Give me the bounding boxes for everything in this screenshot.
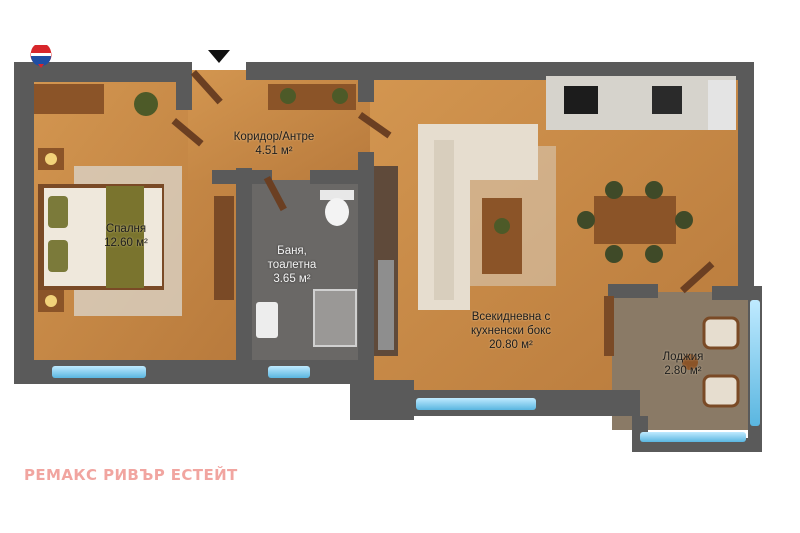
room-area: 12.60 м² bbox=[104, 237, 148, 249]
bed-blanket bbox=[106, 186, 144, 288]
sink-icon bbox=[256, 302, 278, 338]
chair-icon bbox=[675, 211, 693, 229]
wall bbox=[14, 62, 34, 382]
wall bbox=[712, 286, 756, 300]
room-label-bedroom: Спалня 12.60 м² bbox=[88, 222, 164, 250]
chair-icon bbox=[645, 245, 663, 263]
stove-icon bbox=[564, 86, 598, 114]
window bbox=[52, 366, 146, 378]
window bbox=[750, 300, 760, 426]
door bbox=[171, 117, 204, 147]
pillow bbox=[48, 196, 68, 228]
window bbox=[268, 366, 310, 378]
door bbox=[190, 69, 223, 105]
plant-icon bbox=[280, 88, 296, 104]
door bbox=[680, 261, 715, 294]
chair-icon bbox=[605, 181, 623, 199]
plant-icon bbox=[134, 92, 158, 116]
remax-balloon-logo-icon bbox=[29, 43, 53, 69]
side-table bbox=[682, 354, 698, 370]
kitchen bbox=[374, 76, 736, 356]
window bbox=[416, 398, 536, 410]
bedroom-furniture bbox=[34, 84, 234, 312]
armchair-icon bbox=[702, 374, 740, 408]
wall bbox=[212, 170, 272, 184]
toilet-icon bbox=[325, 198, 349, 226]
brand-watermark: РЕМАКС РИВЪР ЕСТЕЙТ bbox=[24, 466, 238, 484]
chair-icon bbox=[645, 181, 663, 199]
wall bbox=[310, 170, 372, 184]
wall bbox=[236, 168, 252, 362]
door bbox=[263, 176, 287, 212]
plant-icon bbox=[332, 88, 348, 104]
living-furniture bbox=[418, 124, 693, 356]
doors bbox=[171, 69, 715, 294]
coffee-table bbox=[482, 198, 522, 274]
room-name: Коридор/Антре bbox=[233, 131, 315, 143]
wall bbox=[176, 62, 192, 110]
bathroom-fixtures bbox=[256, 190, 357, 347]
loggia-furniture bbox=[682, 316, 740, 408]
chair-icon bbox=[605, 245, 623, 263]
tv-unit bbox=[214, 196, 234, 300]
room-name: Лоджия bbox=[662, 351, 704, 363]
plant-icon bbox=[494, 218, 510, 234]
shower-icon bbox=[313, 289, 357, 347]
side-cabinet bbox=[604, 296, 614, 356]
room-label-living: Всекидневна с кухненски бокс 20.80 м² bbox=[452, 310, 570, 352]
room-name: кухненски бокс bbox=[470, 325, 552, 337]
armchair-icon bbox=[702, 316, 740, 350]
door bbox=[357, 111, 392, 139]
room-name: Баня, bbox=[277, 245, 307, 257]
entrance-arrow-icon bbox=[208, 50, 230, 63]
room-name: Спалня bbox=[105, 223, 147, 235]
room-label-loggia: Лоджия 2.80 м² bbox=[650, 350, 716, 378]
chair-icon bbox=[577, 211, 595, 229]
fridge-icon bbox=[708, 80, 736, 130]
walls bbox=[14, 62, 762, 452]
wardrobe bbox=[34, 84, 104, 114]
wall bbox=[738, 62, 754, 298]
windows bbox=[52, 300, 760, 442]
dining-table bbox=[594, 196, 676, 244]
sofa-cushion bbox=[434, 140, 454, 300]
toilet-tank bbox=[320, 190, 354, 200]
room-name: Всекидневна с bbox=[471, 311, 551, 323]
room-name: тоалетна bbox=[267, 259, 317, 271]
room-area: 3.65 м² bbox=[273, 273, 311, 285]
lamp-icon bbox=[45, 153, 57, 165]
room-label-corridor: Коридор/Антре 4.51 м² bbox=[222, 130, 326, 158]
wall bbox=[20, 62, 192, 82]
sink-icon bbox=[652, 86, 682, 114]
room-area: 20.80 м² bbox=[489, 339, 533, 351]
wall bbox=[358, 62, 374, 102]
shelf-item bbox=[378, 260, 394, 350]
wall bbox=[608, 284, 658, 298]
room-label-bathroom: Баня, тоалетна 3.65 м² bbox=[252, 244, 332, 286]
lamp-icon bbox=[45, 295, 57, 307]
corridor-furniture bbox=[268, 84, 356, 110]
room-area: 2.80 м² bbox=[664, 365, 702, 377]
room-area: 4.51 м² bbox=[255, 145, 293, 157]
wall bbox=[358, 152, 374, 384]
window bbox=[640, 432, 746, 442]
pillow bbox=[48, 240, 68, 272]
